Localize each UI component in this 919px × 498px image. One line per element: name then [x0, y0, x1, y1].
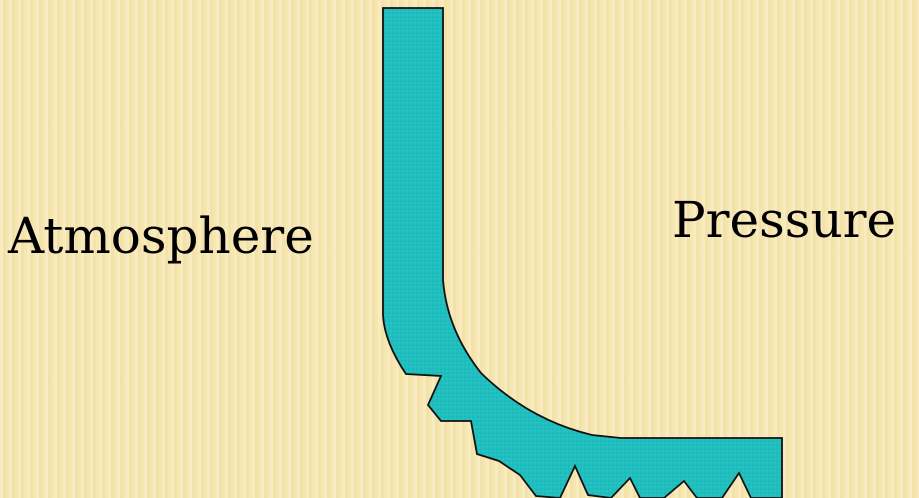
curved-barrier-shape: [382, 7, 783, 498]
left-label: Atmosphere: [8, 207, 314, 265]
right-label: Pressure: [672, 191, 897, 249]
